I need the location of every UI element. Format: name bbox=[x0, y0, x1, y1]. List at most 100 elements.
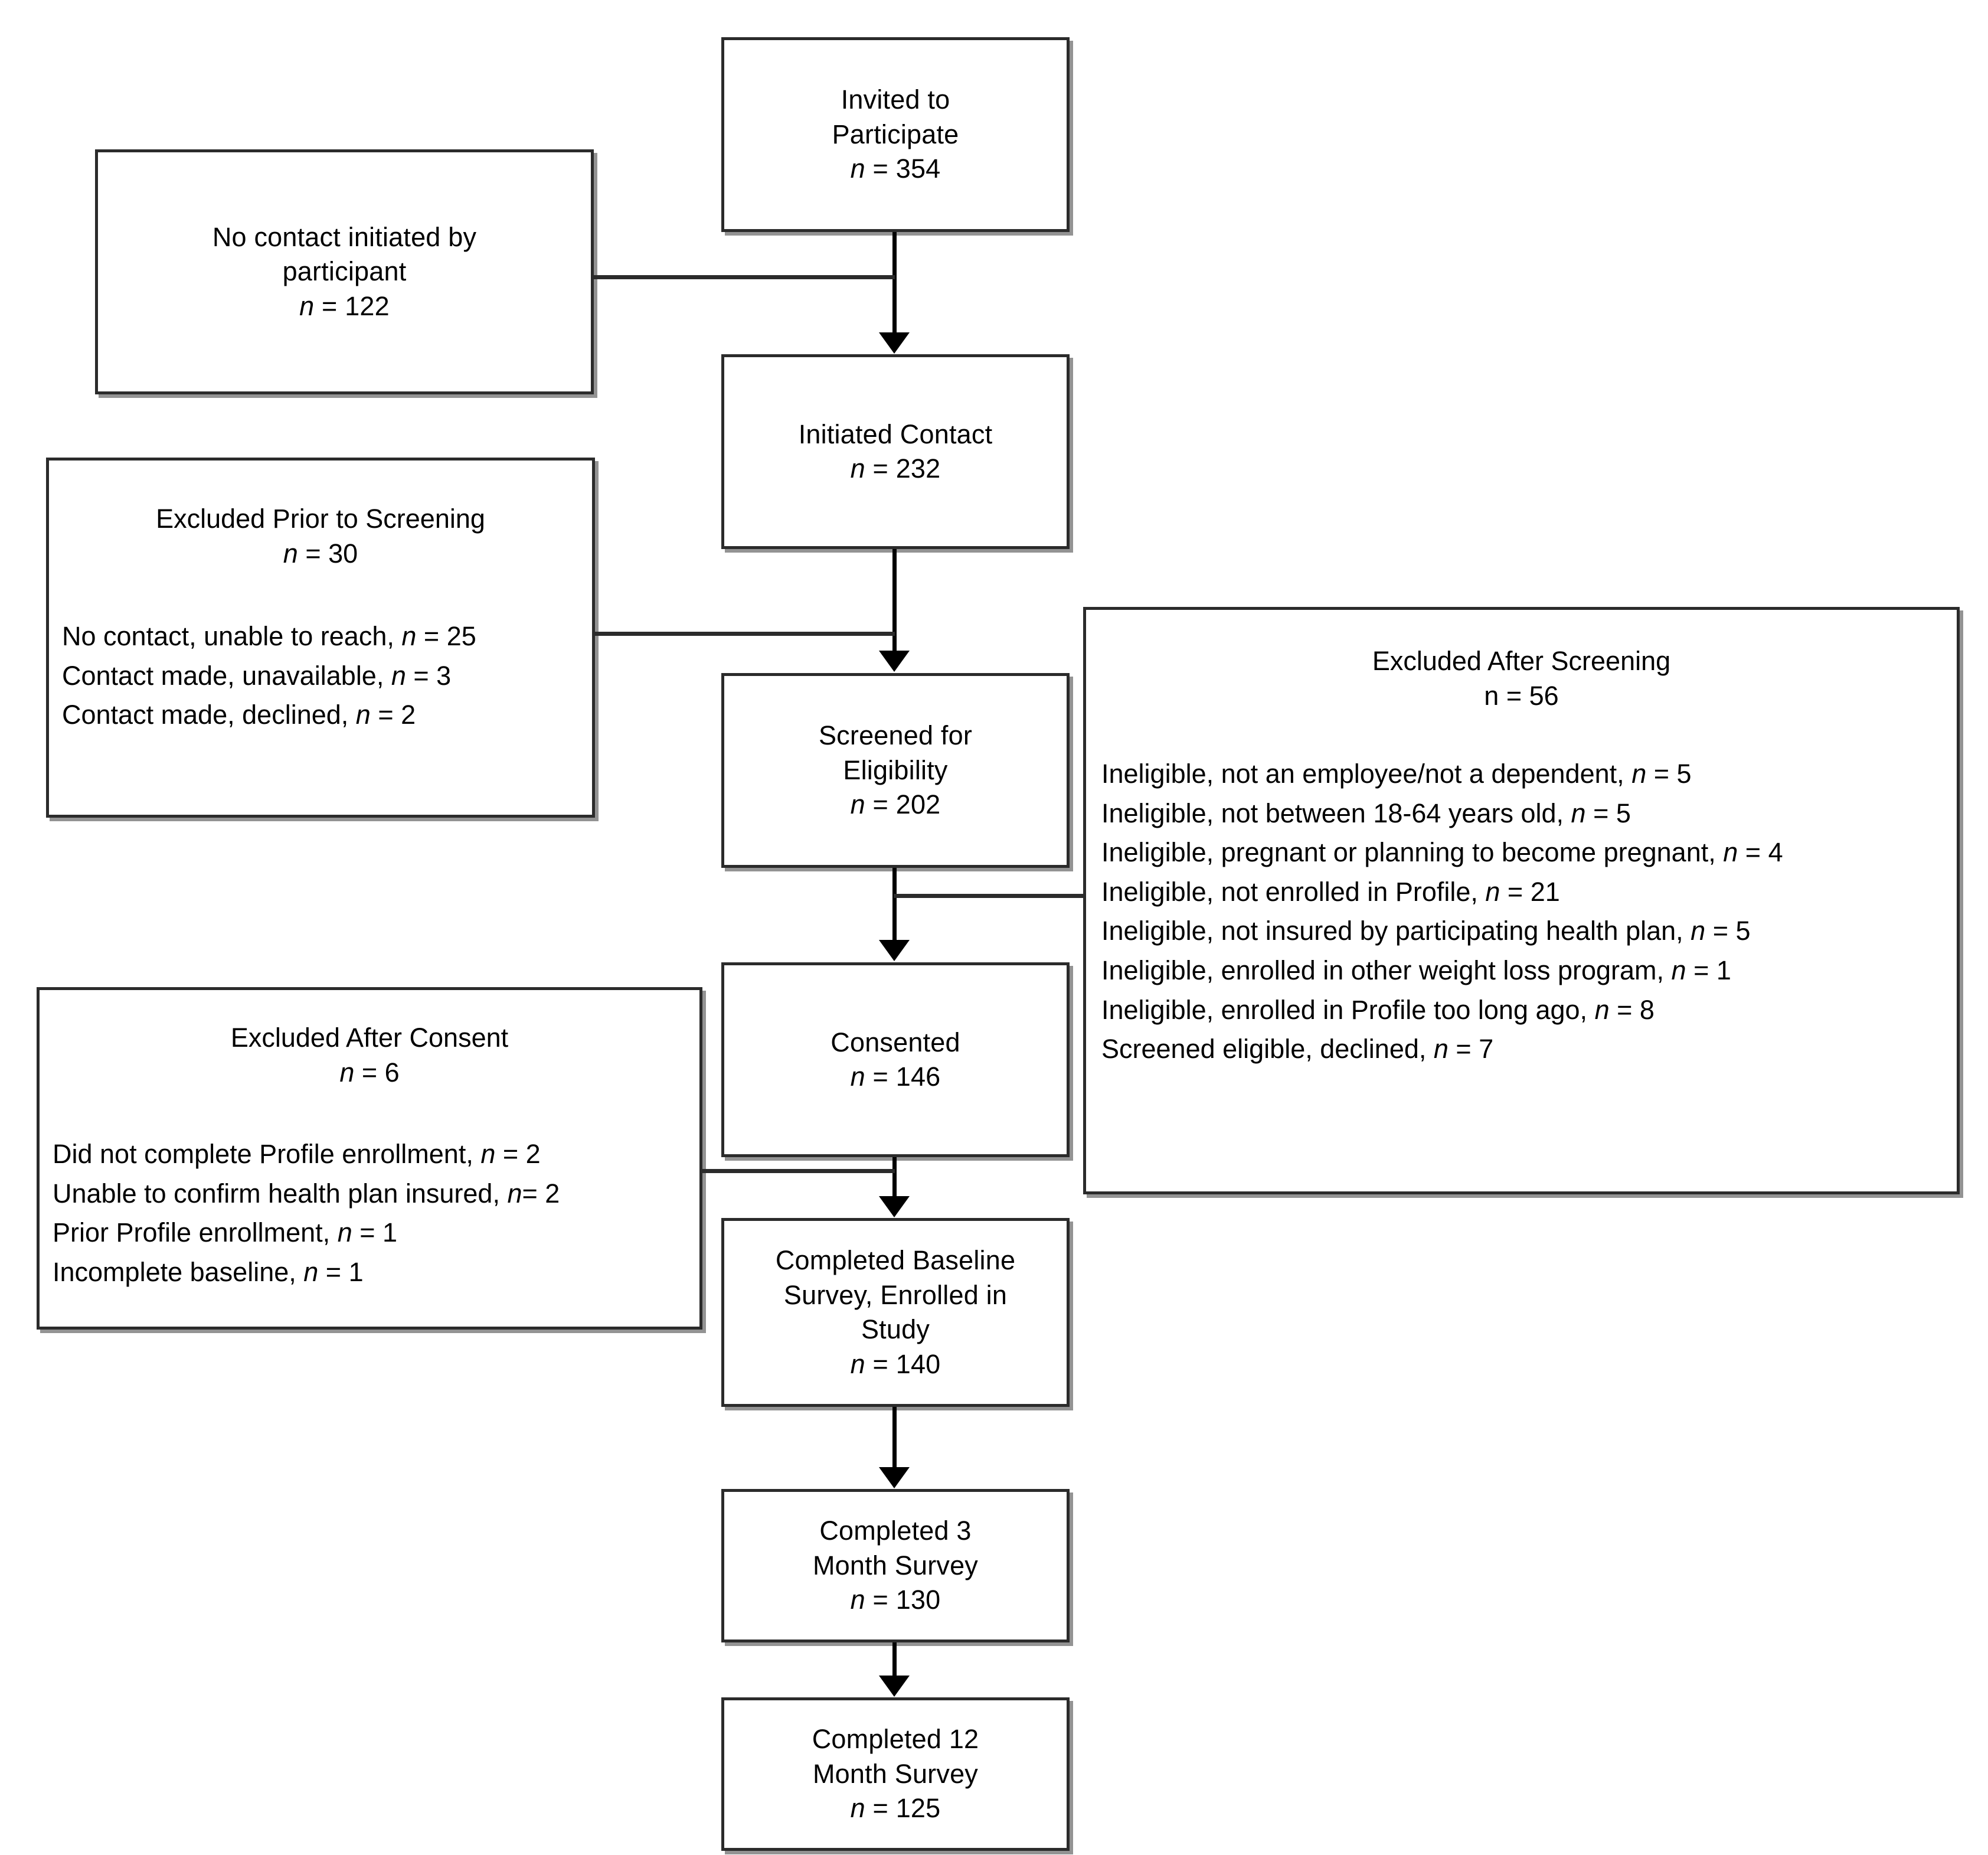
arrowhead-screened bbox=[879, 651, 910, 672]
node-invited-n-label: n bbox=[850, 154, 865, 184]
list-item: Ineligible, enrolled in other weight los… bbox=[1101, 955, 1731, 985]
node-excluded-screening-heading: Excluded After Screening n = 56 bbox=[1101, 644, 1941, 713]
node-initiated-contact: Initiated Contact n = 232 bbox=[721, 354, 1070, 549]
node-screened-for-eligibility: Screened for Eligibility n = 202 bbox=[721, 673, 1070, 868]
node-no-contact-text: No contact initiated by participant n = … bbox=[212, 220, 476, 324]
node-month3-line-0: Completed 3 bbox=[819, 1516, 972, 1546]
node-consented-line-0: Consented bbox=[830, 1027, 960, 1057]
node-excluded-consent-items: Did not complete Profile enrollment, n =… bbox=[53, 1135, 686, 1292]
connector-consented-to-baseline bbox=[892, 1157, 897, 1196]
node-consented-value: 146 bbox=[895, 1062, 941, 1092]
node-excluded-consent-heading: Excluded After Consent n = 6 bbox=[53, 1021, 686, 1090]
node-excluded-after-consent: Excluded After Consent n = 6 Did not com… bbox=[37, 987, 702, 1330]
node-month12-line-1: Month Survey bbox=[812, 1758, 978, 1789]
arrowhead-baseline bbox=[879, 1196, 910, 1217]
node-no-contact-sep: = bbox=[314, 290, 345, 321]
node-initiated-n-label: n bbox=[850, 453, 865, 484]
node-month3-value: 130 bbox=[895, 1585, 941, 1615]
node-screened-text: Screened for Eligibility n = 202 bbox=[819, 719, 972, 822]
node-completed-baseline-survey: Completed Baseline Survey, Enrolled in S… bbox=[721, 1218, 1070, 1407]
node-completed-3-month-survey: Completed 3 Month Survey n = 130 bbox=[721, 1489, 1070, 1642]
list-item: Unable to confirm health plan insured, n… bbox=[53, 1178, 560, 1209]
node-screened-value: 202 bbox=[895, 789, 941, 820]
node-excluded-prior-count: n = 30 bbox=[62, 537, 579, 571]
node-consented-count: n = 146 bbox=[830, 1060, 960, 1095]
node-excluded-prior-heading: Excluded Prior to Screening n = 30 bbox=[62, 502, 579, 571]
node-month12-text: Completed 12 Month Survey n = 125 bbox=[812, 1722, 979, 1826]
node-no-contact-count: n = 122 bbox=[212, 289, 476, 324]
list-item: Ineligible, not enrolled in Profile, n =… bbox=[1101, 876, 1560, 907]
node-excluded-prior-items: No contact, unable to reach, n = 25 Cont… bbox=[62, 617, 579, 735]
node-no-contact-line-0: No contact initiated by bbox=[212, 221, 477, 252]
list-item: Did not complete Profile enrollment, n =… bbox=[53, 1139, 541, 1169]
node-baseline-n-label: n bbox=[850, 1348, 865, 1379]
node-invited-line-0: Invited to bbox=[841, 84, 950, 115]
node-invited-count: n = 354 bbox=[832, 152, 959, 187]
node-month12-sep: = bbox=[865, 1793, 896, 1824]
node-month3-text: Completed 3 Month Survey n = 130 bbox=[813, 1514, 978, 1618]
arrowhead-month3 bbox=[879, 1467, 910, 1488]
node-month12-count: n = 125 bbox=[812, 1791, 979, 1826]
node-baseline-value: 140 bbox=[895, 1348, 941, 1379]
node-excluded-consent-title: Excluded After Consent bbox=[230, 1023, 509, 1053]
node-invited-to-participate: Invited to Participate n = 354 bbox=[721, 37, 1070, 232]
node-excluded-screening-value: 56 bbox=[1529, 680, 1559, 711]
list-item: Screened eligible, declined, n = 7 bbox=[1101, 1034, 1494, 1064]
node-month3-line-1: Month Survey bbox=[812, 1550, 979, 1580]
node-excluded-screening-items: Ineligible, not an employee/not a depend… bbox=[1101, 755, 1941, 1069]
node-consented-sep: = bbox=[865, 1062, 896, 1092]
node-screened-line-1: Eligibility bbox=[843, 755, 948, 785]
connector-invited-to-initiated bbox=[892, 232, 897, 332]
node-no-contact-n-label: n bbox=[299, 290, 315, 321]
node-excluded-screening-title: Excluded After Screening bbox=[1372, 646, 1671, 676]
node-screened-count: n = 202 bbox=[819, 788, 972, 822]
node-excluded-consent-value: 6 bbox=[384, 1057, 400, 1087]
node-excluded-prior-sep: = bbox=[297, 538, 329, 569]
node-excluded-screening-count: n = 56 bbox=[1101, 679, 1941, 714]
node-invited-text: Invited to Participate n = 354 bbox=[832, 83, 959, 187]
connector-no-contact-to-flow bbox=[594, 275, 895, 279]
node-excluded-consent-n-label: n bbox=[339, 1057, 355, 1087]
node-month12-n-label: n bbox=[850, 1793, 865, 1824]
node-initiated-sep: = bbox=[865, 453, 896, 484]
node-excluded-consent-count: n = 6 bbox=[53, 1056, 686, 1090]
node-invited-value: 354 bbox=[895, 154, 941, 184]
node-screened-n-label: n bbox=[850, 789, 865, 820]
node-baseline-line-0: Completed Baseline bbox=[775, 1245, 1016, 1275]
node-baseline-count: n = 140 bbox=[776, 1347, 1015, 1382]
node-excluded-consent-sep: = bbox=[354, 1057, 385, 1087]
node-consented-text: Consented n = 146 bbox=[830, 1026, 960, 1095]
node-consented: Consented n = 146 bbox=[721, 962, 1070, 1157]
list-item: Incomplete baseline, n = 1 bbox=[53, 1256, 364, 1287]
node-baseline-line-2: Study bbox=[861, 1314, 930, 1344]
node-initiated-value: 232 bbox=[895, 453, 941, 484]
arrowhead-month12 bbox=[879, 1676, 910, 1697]
list-item: Ineligible, pregnant or planning to beco… bbox=[1101, 837, 1783, 868]
node-screened-sep: = bbox=[865, 789, 896, 820]
connector-excluded-prior-to-flow bbox=[595, 632, 895, 636]
list-item: Ineligible, not an employee/not a depend… bbox=[1101, 759, 1692, 789]
list-item: Ineligible, not between 18-64 years old,… bbox=[1101, 798, 1631, 828]
list-item: Contact made, declined, n = 2 bbox=[62, 700, 416, 730]
connector-screened-to-consented bbox=[892, 868, 897, 940]
node-month3-count: n = 130 bbox=[813, 1583, 978, 1618]
connector-excluded-consent-to-flow bbox=[702, 1169, 895, 1173]
list-item: Contact made, unavailable, n = 3 bbox=[62, 660, 452, 691]
connector-month3-to-month12 bbox=[892, 1642, 897, 1676]
node-baseline-text: Completed Baseline Survey, Enrolled in S… bbox=[776, 1243, 1015, 1382]
node-excluded-prior-to-screening: Excluded Prior to Screening n = 30 No co… bbox=[46, 458, 595, 818]
node-screened-line-0: Screened for bbox=[818, 720, 973, 751]
list-item: Ineligible, enrolled in Profile too long… bbox=[1101, 994, 1655, 1025]
node-no-contact-value: 122 bbox=[345, 290, 390, 321]
node-excluded-screening-n-label: n bbox=[1484, 680, 1499, 711]
node-no-contact-line-1: participant bbox=[282, 256, 407, 287]
node-baseline-sep: = bbox=[865, 1348, 896, 1379]
node-excluded-after-screening: Excluded After Screening n = 56 Ineligib… bbox=[1083, 607, 1960, 1194]
connector-baseline-to-month3 bbox=[892, 1407, 897, 1467]
connector-initiated-to-screened bbox=[892, 549, 897, 651]
node-consented-n-label: n bbox=[850, 1062, 865, 1092]
node-excluded-prior-n-label: n bbox=[283, 538, 298, 569]
node-month12-line-0: Completed 12 bbox=[812, 1724, 979, 1755]
node-excluded-prior-value: 30 bbox=[328, 538, 358, 569]
